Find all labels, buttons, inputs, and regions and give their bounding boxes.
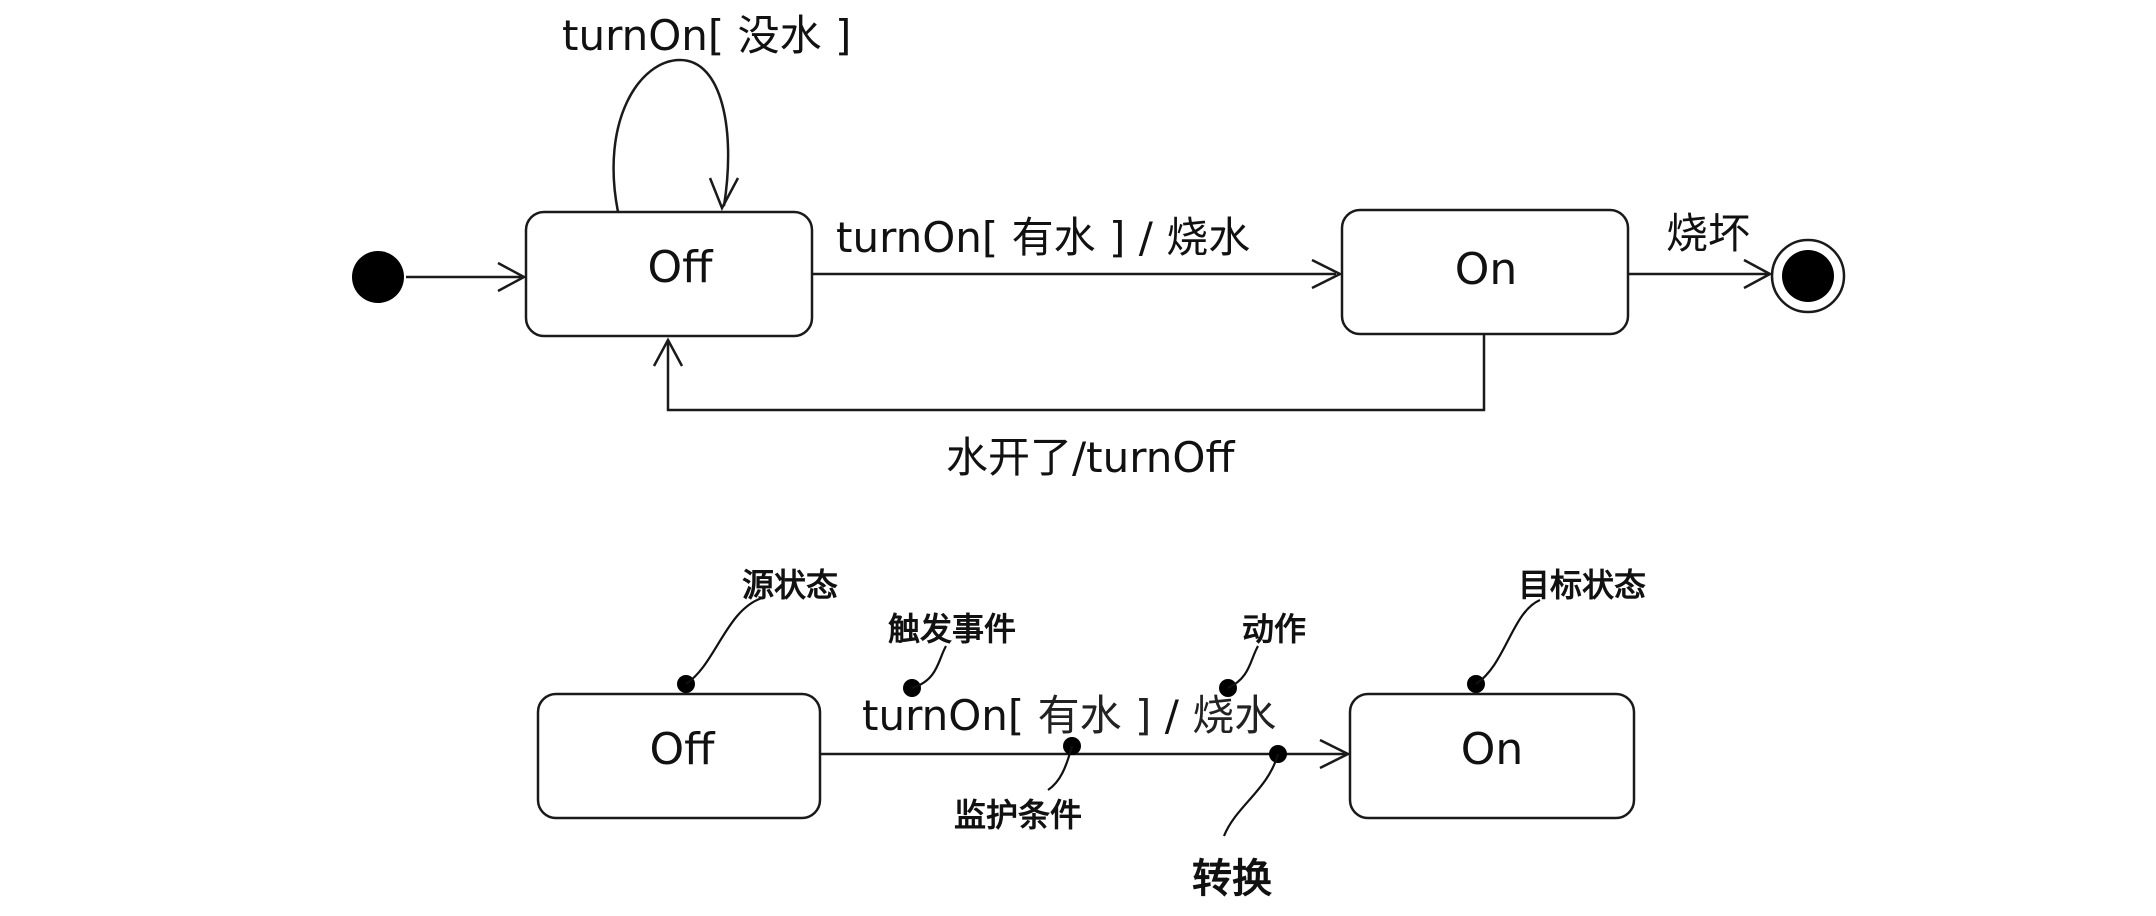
- annotation-transition: 转换: [1192, 745, 1287, 902]
- annotation-transition-label: 转换: [1192, 855, 1272, 902]
- on-to-final-transition-arrowhead: [1743, 258, 1773, 290]
- annotation-action-label: 动作: [1242, 610, 1306, 648]
- top-diagram: Off turnOn[ 没水 ] turnOn[ 有水 ] / 烧水 On 烧坏…: [352, 11, 1846, 482]
- top-state-on[interactable]: On: [1340, 208, 1630, 336]
- top-state-off-label: Off: [648, 242, 715, 293]
- annotation-target-state: 目标状态: [1467, 566, 1646, 693]
- on-to-off-transition-line: [666, 334, 1486, 412]
- initial-transition-arrowhead: [497, 261, 527, 293]
- on-to-final-transition-label: 烧坏: [1666, 209, 1750, 258]
- self-loop-transition-line: [612, 58, 730, 213]
- on-to-off-transition-label: 水开了/turnOff: [946, 433, 1235, 482]
- annotation-source-state-label: 源状态: [742, 566, 838, 604]
- annotation-target-state-label: 目标状态: [1518, 566, 1646, 604]
- bottom-diagram: Off On turnOn[ 有水 ] / 烧水 源状态 触发事件 动作: [536, 566, 1646, 902]
- annotation-trigger-event: 触发事件: [888, 610, 1016, 697]
- final-state: [1770, 238, 1846, 314]
- annotation-action: 动作: [1219, 610, 1306, 697]
- annotation-trigger-event-label: 触发事件: [888, 610, 1016, 648]
- annotation-guard-condition: 监护条件: [954, 737, 1082, 834]
- off-to-on-transition-label: turnOn[ 有水 ] / 烧水: [836, 213, 1250, 262]
- bottom-transition-arrowhead: [1319, 738, 1351, 770]
- bottom-transition-guard: 有水 ]: [1024, 691, 1151, 740]
- top-state-off[interactable]: Off: [524, 210, 814, 338]
- initial-state-dot: [352, 251, 404, 303]
- top-state-on-label: On: [1455, 244, 1518, 295]
- bottom-transition-event: turnOn[: [862, 691, 1024, 740]
- bottom-state-on-label: On: [1461, 724, 1524, 775]
- bottom-transition-action: 烧水: [1192, 691, 1276, 740]
- bottom-transition-label: turnOn[ 有水 ] / 烧水: [862, 691, 1276, 740]
- self-loop-transition-label: turnOn[ 没水 ]: [562, 11, 851, 60]
- off-to-on-transition-arrowhead: [1311, 258, 1343, 290]
- bottom-transition-separator: /: [1151, 691, 1192, 740]
- annotation-guard-condition-label: 监护条件: [954, 796, 1082, 834]
- bottom-state-off-label: Off: [650, 724, 717, 775]
- on-to-off-transition-arrowhead: [652, 337, 684, 367]
- bottom-state-on[interactable]: On: [1348, 692, 1636, 820]
- annotation-source-state: 源状态: [677, 566, 838, 693]
- self-loop-transition-arrowhead: [708, 177, 740, 211]
- bottom-state-off[interactable]: Off: [536, 692, 822, 820]
